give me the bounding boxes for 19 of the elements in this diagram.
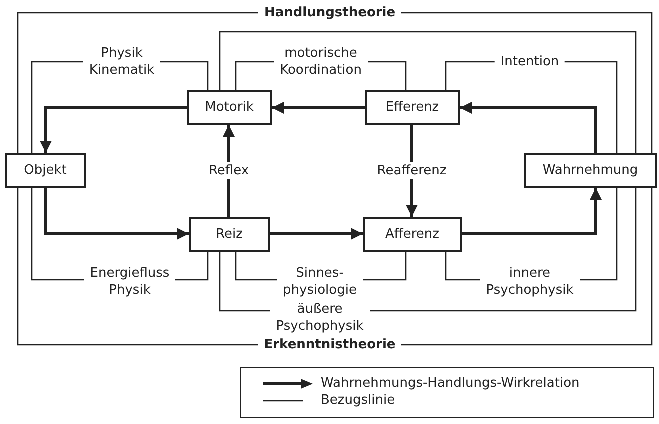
edge-label: Energiefluss Physik: [84, 265, 176, 299]
edge-label: innere Psychophysik: [480, 265, 580, 299]
section-heading: Handlungstheorie: [258, 4, 402, 22]
legend-text: Wahrnehmungs-Handlungs-Wirkrelation: [321, 376, 580, 391]
arrow: [270, 228, 363, 240]
arrow: [44, 188, 189, 240]
arrow: [460, 102, 598, 153]
process-box: Motorik: [187, 90, 272, 125]
legend-text: Bezugslinie: [321, 393, 396, 408]
process-box: Afferenz: [363, 217, 462, 252]
reference-line: [219, 31, 637, 153]
edge-label: äußere Psychophysik: [270, 301, 370, 335]
arrow: [462, 188, 602, 236]
arrow: [272, 102, 365, 114]
arrow: [40, 106, 187, 153]
process-box: Efferenz: [365, 90, 460, 125]
process-box: Reiz: [189, 217, 270, 252]
process-box: Wahrnehmung: [524, 153, 657, 188]
process-box: Objekt: [5, 153, 86, 188]
